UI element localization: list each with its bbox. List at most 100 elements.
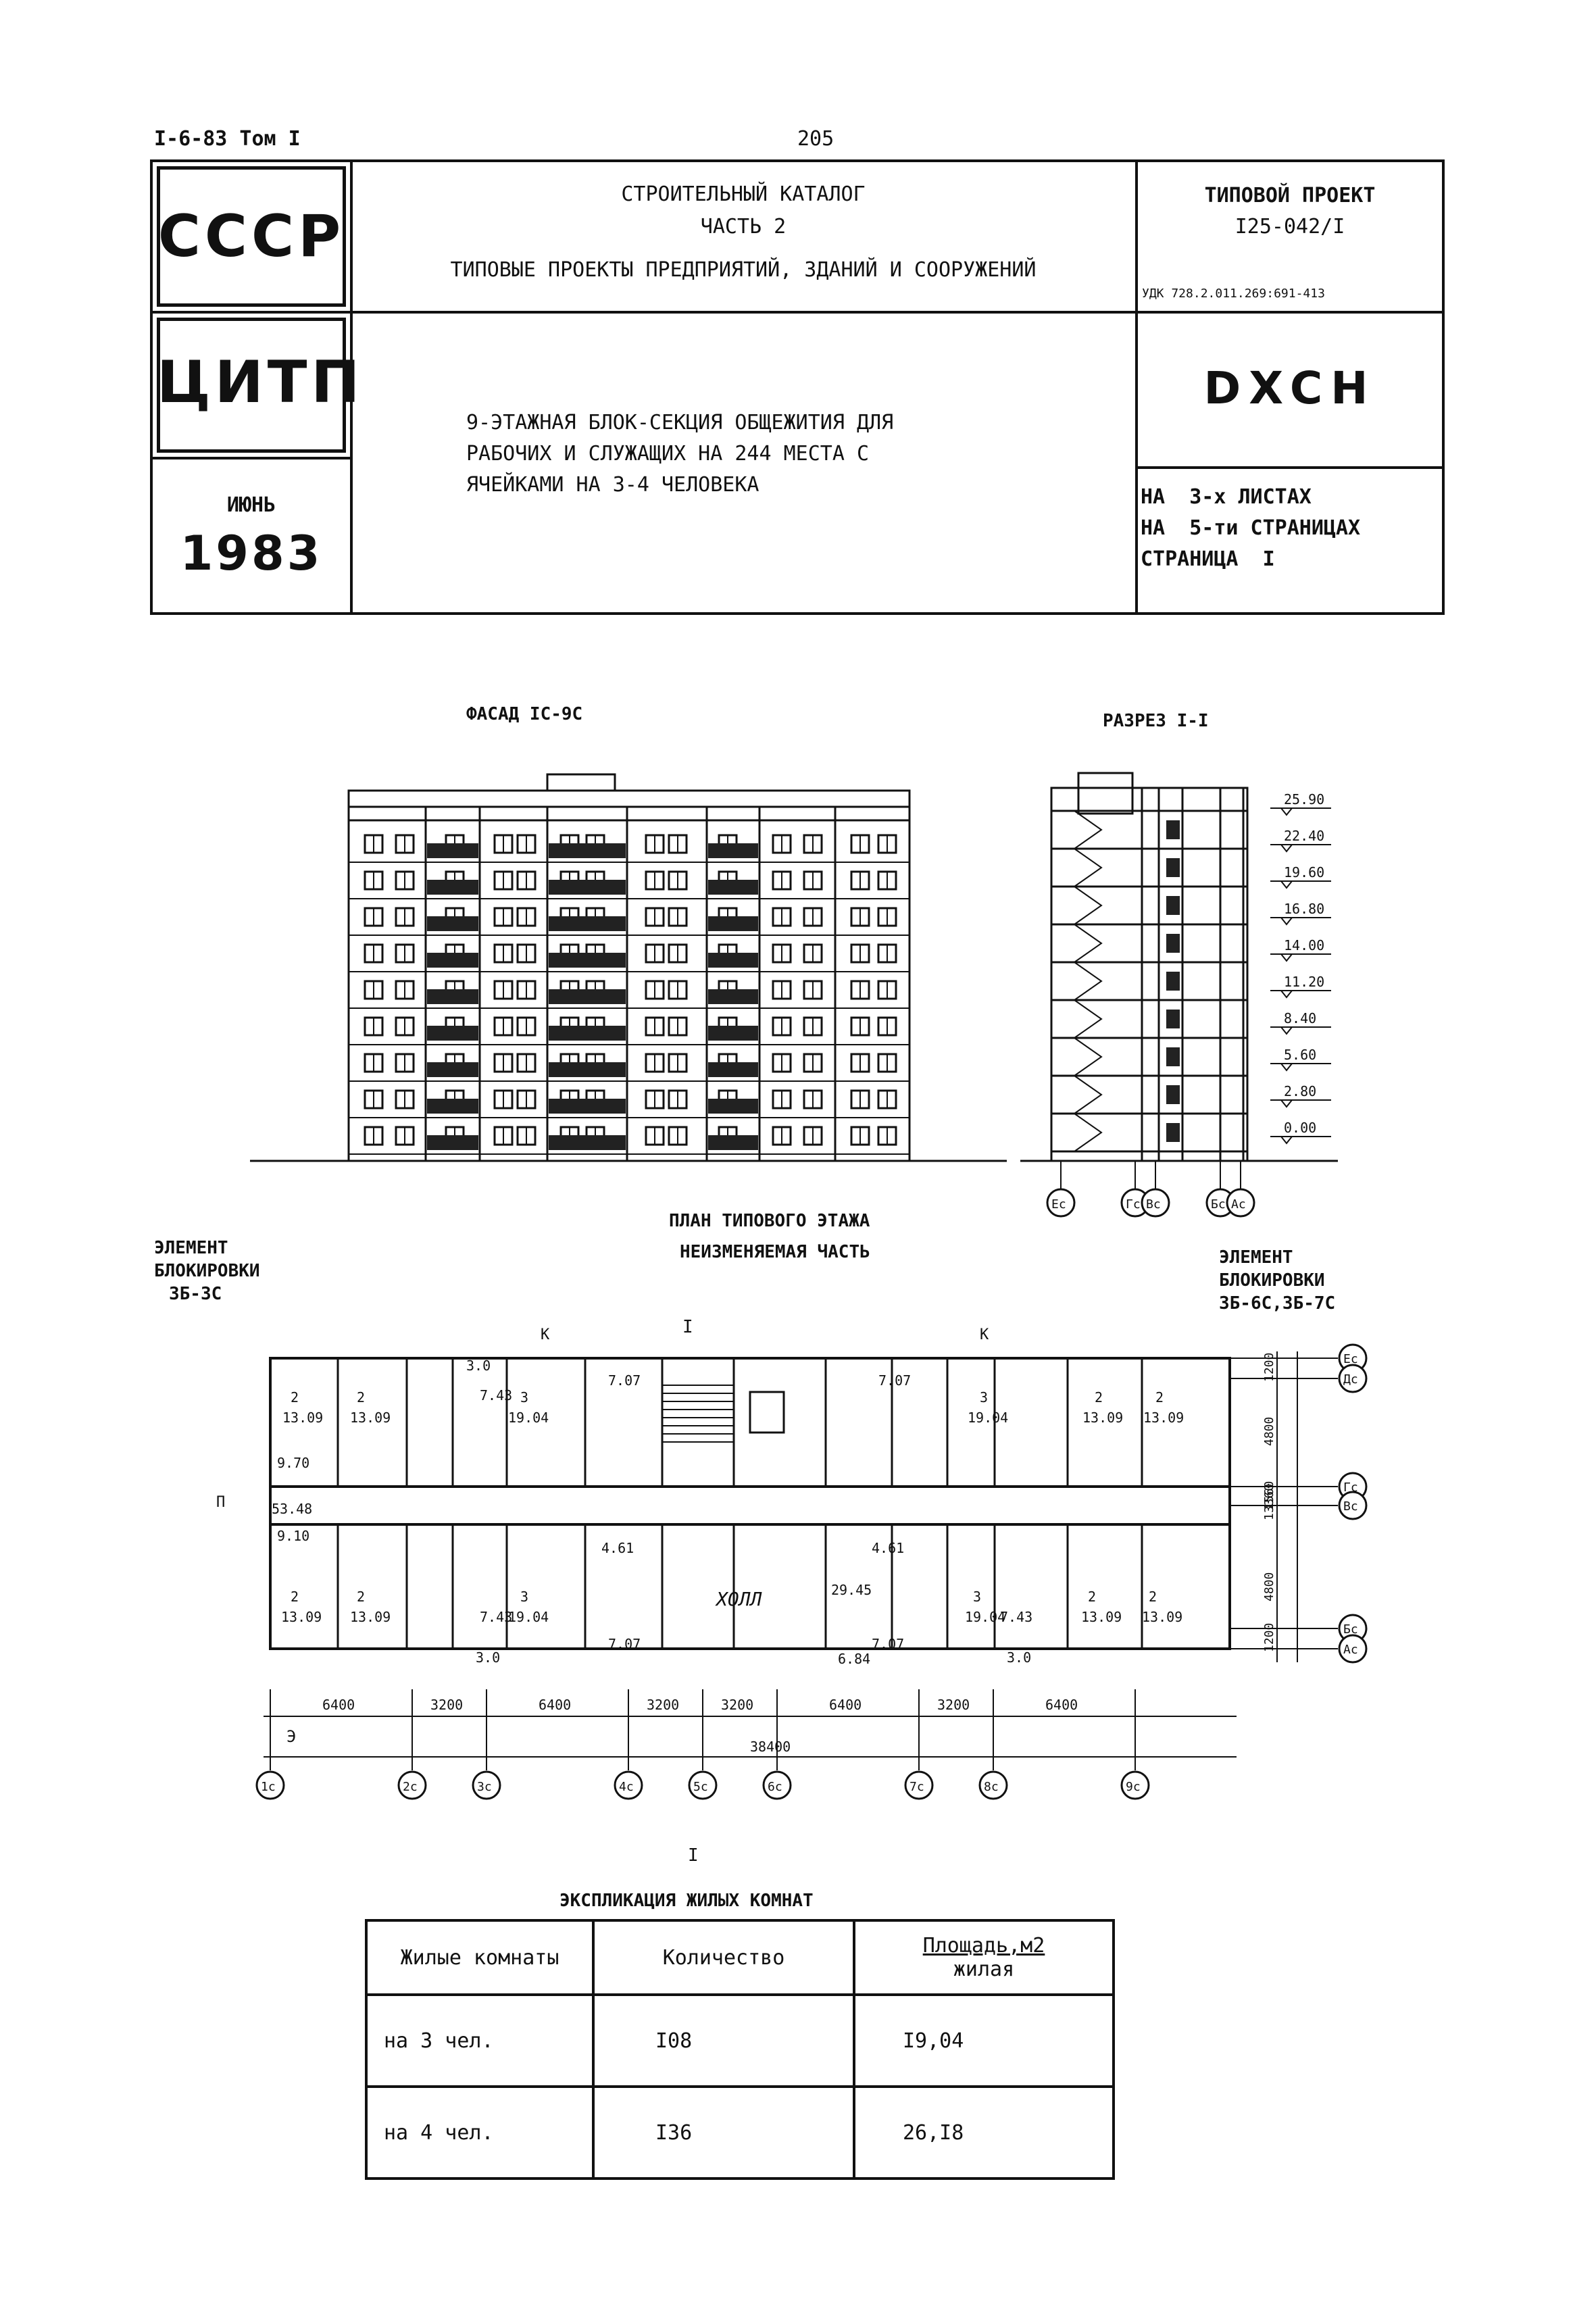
page-index: СТРАНИЦА I [1141,547,1275,571]
dimension-label: 13360 [1262,1484,1276,1520]
axis-bubble [1046,1188,1076,1218]
dimension-label: 1200 [1262,1353,1276,1382]
right-element-label-1: ЭЛЕМЕНТ [1219,1247,1293,1268]
marker-p: П [216,1494,225,1511]
room-label: 13.09 [1142,1609,1182,1625]
axis-bubble [397,1770,427,1800]
document-reference: I-6-83 Том I [154,127,301,151]
room-label: 2 [1088,1589,1096,1605]
dimension-label: 6400 [539,1697,571,1713]
facade-balcony [708,1099,758,1114]
explication-title: ЭКСПЛИКАЦИЯ ЖИЛЫХ КОМНАТ [559,1891,814,1911]
project-code-letters: DXCH [1203,362,1376,414]
level-mark: 11.20 [1284,974,1324,990]
room-label: 13.09 [350,1410,391,1426]
facade-drawing [250,773,1007,1162]
room-label: 19.04 [508,1609,549,1625]
project-code: I25-042/I [1235,215,1345,239]
facade-balcony [708,953,758,968]
room-label: 13.09 [282,1410,323,1426]
axis-bubble [1338,1364,1368,1393]
room-label: 7.43 [480,1609,512,1625]
axis-bubble [255,1770,285,1800]
total-dimension: 38400 [750,1739,791,1755]
axis-bubble [688,1770,718,1800]
room-label: 19.04 [508,1410,549,1426]
level-mark: 25.90 [1284,791,1324,807]
axis-bubble [1120,1770,1150,1800]
catalog-part: ЧАСТЬ 2 [700,215,787,239]
project-description-2: РАБОЧИХ И СЛУЖАЩИХ НА 244 МЕСТА С [466,442,870,466]
table-row: на 4 чел. I36 26,I8 [365,2085,1115,2180]
left-element-label-1: ЭЛЕМЕНТ [154,1238,228,1258]
facade-balcony [549,916,626,931]
room-label: 9.70 [277,1455,309,1471]
dimension-label: 4800 [1262,1572,1276,1601]
facade-balcony [708,843,758,858]
pages-count: НА 5-ти СТРАНИЦАХ [1141,516,1361,540]
room-label: 9.10 [277,1528,309,1544]
plan-title: ПЛАН ТИПОВОГО ЭТАЖА [669,1211,870,1231]
room-label: 19.04 [965,1609,1005,1625]
room-label: 4.61 [601,1540,634,1556]
facade-balcony [427,989,478,1004]
dimension-label: 1560 [1262,1481,1276,1510]
room-label: 7.07 [608,1636,641,1652]
svg-text:2с: 2с [403,1780,418,1794]
room-label: 3 [520,1389,528,1405]
row-count: I36 [592,2085,855,2180]
dimension-label: 6400 [829,1697,862,1713]
axis-bubble [472,1770,501,1800]
room-label: 2 [1155,1389,1164,1405]
facade-balcony [427,1062,478,1077]
svg-text:Бс: Бс [1211,1197,1226,1212]
facade-balcony [549,843,626,858]
axis-bubble [1226,1188,1255,1218]
issue-year: 1983 [180,526,323,581]
axis-bubble [1141,1188,1170,1218]
col-count: Количество [592,1919,855,1996]
room-label: 3.0 [1007,1649,1031,1666]
facade-balcony [427,880,478,895]
room-label: 3.0 [476,1649,500,1666]
svg-text:Ес: Ес [1051,1197,1066,1212]
facade-balcony [427,1135,478,1150]
room-label: 13.09 [281,1609,322,1625]
facade-balcony [427,1026,478,1041]
section-drawing: 25.9022.4019.6016.8014.0011.208.405.602.… [1020,772,1338,1218]
room-label: 2 [1095,1389,1103,1405]
axis-bubble [904,1770,934,1800]
col-area: Площадь,м2 жилая [853,1919,1115,1996]
facade-balcony [427,843,478,858]
svg-text:Бс: Бс [1343,1622,1358,1637]
room-label: 13.09 [1081,1609,1122,1625]
svg-text:Дс: Дс [1343,1372,1358,1387]
level-mark: 19.60 [1284,864,1324,880]
project-description-1: 9-ЭТАЖНАЯ БЛОК-СЕКЦИЯ ОБЩЕЖИТИЯ ДЛЯ [466,411,894,434]
room-label: 7.07 [872,1636,904,1652]
room-label: 2 [357,1589,365,1605]
level-mark: 16.80 [1284,901,1324,917]
hall-label: ХОЛЛ [715,1588,762,1610]
room-label: 3 [520,1589,528,1605]
room-label: 3.0 [466,1358,491,1374]
facade-balcony [549,1135,626,1150]
facade-balcony [549,953,626,968]
catalog-subtitle: ТИПОВЫЕ ПРОЕКТЫ ПРЕДПРИЯТИЙ, ЗДАНИЙ И СО… [450,258,1037,282]
axis-bubble [978,1770,1008,1800]
facade-balcony [708,916,758,931]
level-mark: 2.80 [1284,1083,1316,1099]
svg-text:4с: 4с [619,1780,634,1794]
row-area: 26,I8 [853,2085,1115,2180]
room-label: 7.43 [1000,1609,1032,1625]
table-row: на 3 чел. I08 I9,04 [365,1993,1115,2088]
facade-balcony [427,953,478,968]
level-mark: 22.40 [1284,828,1324,844]
axis-bubble [614,1770,643,1800]
marker-e: Э [286,1727,296,1746]
dimension-label: 6400 [1045,1697,1078,1713]
svg-text:5с: 5с [693,1780,708,1794]
svg-text:8с: 8с [984,1780,999,1794]
dimension-label: 3200 [721,1697,753,1713]
